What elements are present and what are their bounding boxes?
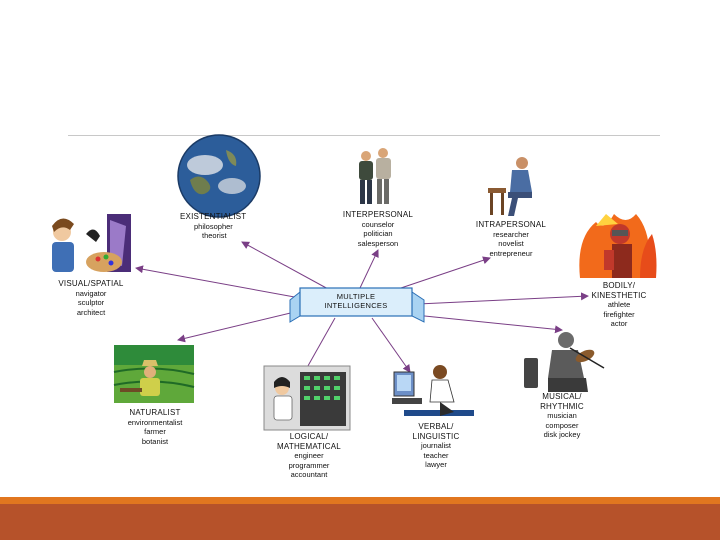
node-role: architect (50, 308, 132, 318)
node-role: teacher (396, 451, 476, 461)
node-role: journalist (396, 441, 476, 451)
farmer-icon (114, 345, 194, 403)
node-role: firefighter (578, 310, 660, 320)
node-logical-mathematical: LOGICAL/ MATHEMATICAL engineer programme… (264, 432, 354, 480)
node-musical-rhythmic: MUSICAL/ RHYTHMIC musician composer disk… (522, 392, 602, 440)
node-title: LOGICAL/ (264, 432, 354, 442)
node-title: EXISTENTIALIST (180, 212, 246, 222)
node-role: musician (522, 411, 602, 421)
arrow-bodily (418, 296, 588, 304)
node-role: navigator (50, 289, 132, 299)
writer-computer-icon (392, 365, 474, 416)
footer-bar (0, 504, 720, 540)
node-intrapersonal: INTRAPERSONAL researcher novelist entrep… (466, 220, 556, 258)
node-bodily-kinesthetic: BODILY/ KINESTHETIC athlete firefighter … (578, 281, 660, 329)
node-title: INTRAPERSONAL (466, 220, 556, 230)
arrow-verbal (372, 318, 410, 372)
node-title: BODILY/ (578, 281, 660, 291)
node-title: VERBAL/ (396, 422, 476, 432)
thinking-man-icon (488, 157, 532, 216)
arrow-intrapersonal (395, 258, 490, 290)
arrow-naturalist (178, 310, 303, 340)
node-role: entrepreneur (466, 249, 556, 259)
node-role: politician (334, 229, 422, 239)
node-title: NATURALIST (112, 408, 198, 418)
node-title: LINGUISTIC (396, 432, 476, 442)
painter-icon (52, 214, 131, 272)
node-verbal-linguistic: VERBAL/ LINGUISTIC journalist teacher la… (396, 422, 476, 470)
node-title: MATHEMATICAL (264, 442, 354, 452)
node-existentialist: EXISTENTIALIST philosopher theorist (180, 212, 246, 241)
globe-icon (178, 135, 260, 217)
node-role: salesperson (334, 239, 422, 249)
node-naturalist: NATURALIST environmentalist farmer botan… (112, 408, 198, 446)
node-role: counselor (334, 220, 422, 230)
node-title: KINESTHETIC (578, 291, 660, 301)
node-role: actor (578, 319, 660, 329)
node-role: lawyer (396, 460, 476, 470)
node-role: sculptor (50, 298, 132, 308)
node-interpersonal: INTERPERSONAL counselor politician sales… (334, 210, 422, 248)
footer-accent-stripe (0, 497, 720, 504)
arrow-visual-spatial (136, 268, 300, 298)
node-role: engineer (264, 451, 354, 461)
node-role: programmer (264, 461, 354, 471)
node-role: researcher (466, 230, 556, 240)
node-title: MUSICAL/ (522, 392, 602, 402)
two-people-icon (359, 148, 391, 204)
node-role: novelist (466, 239, 556, 249)
violinist-icon (524, 332, 604, 392)
node-visual-spatial: VISUAL/SPATIAL navigator sculptor archit… (50, 279, 132, 317)
center-line-1: MULTIPLE (300, 292, 412, 301)
arrow-interpersonal (360, 250, 378, 288)
node-title: INTERPERSONAL (334, 210, 422, 220)
arrow-musical (405, 314, 562, 330)
center-banner-label: MULTIPLE INTELLIGENCES (300, 292, 412, 310)
node-role: philosopher (180, 222, 246, 232)
node-role: theorist (180, 231, 246, 241)
node-role: disk jockey (522, 430, 602, 440)
center-line-2: INTELLIGENCES (300, 301, 412, 310)
firefighter-icon (579, 214, 656, 278)
computer-operator-icon (264, 366, 350, 430)
arrow-existentialist (242, 242, 330, 290)
node-title: RHYTHMIC (522, 402, 602, 412)
node-role: environmentalist (112, 418, 198, 428)
node-role: accountant (264, 470, 354, 480)
node-role: botanist (112, 437, 198, 447)
node-role: athlete (578, 300, 660, 310)
node-role: composer (522, 421, 602, 431)
node-title: VISUAL/SPATIAL (50, 279, 132, 289)
node-role: farmer (112, 427, 198, 437)
